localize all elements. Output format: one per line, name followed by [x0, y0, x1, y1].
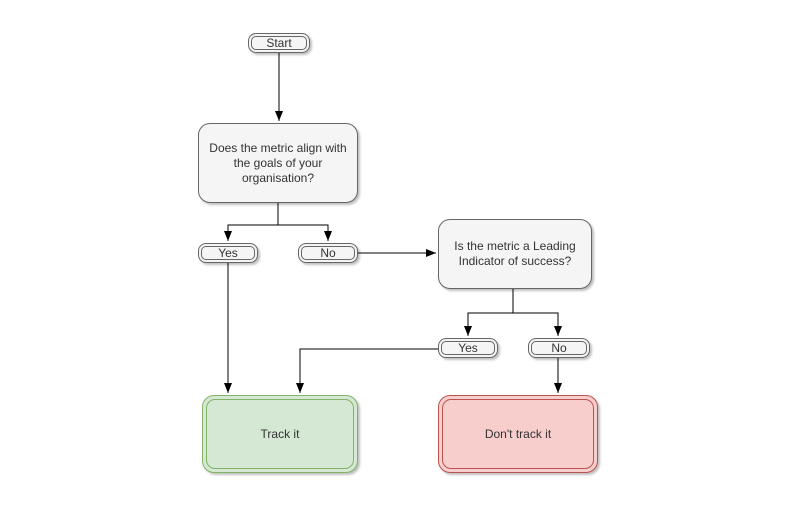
node-dont-track-it: Don't track it: [438, 395, 598, 473]
edge-yes2-track: [296, 348, 438, 393]
node-decision-leading-indicator-label: Is the metric a Leading Indicator of suc…: [454, 239, 576, 268]
node-yes-align: Yes: [198, 243, 258, 263]
node-track-it: Track it: [202, 395, 358, 473]
node-dont-track-it-label: Don't track it: [484, 426, 552, 441]
node-yes-align-label: Yes: [218, 245, 238, 260]
node-track-it-label: Track it: [260, 426, 300, 441]
node-yes-leading: Yes: [438, 338, 498, 358]
node-no-align-label: No: [320, 245, 336, 260]
node-decision-align-goals-label: Does the metric align with the goals of …: [209, 140, 347, 185]
node-no-align: No: [298, 243, 358, 263]
edge-decision2-yes2: [464, 289, 514, 336]
node-yes-leading-label: Yes: [458, 340, 478, 355]
node-start-label: Start: [266, 35, 292, 50]
edge-decision2-no2: [513, 312, 562, 336]
edge-decision1-yes1: [224, 203, 279, 241]
node-decision-leading-indicator: Is the metric a Leading Indicator of suc…: [438, 219, 592, 289]
node-no-leading: No: [528, 338, 590, 358]
node-start: Start: [248, 33, 310, 53]
node-decision-align-goals: Does the metric align with the goals of …: [198, 123, 358, 203]
edge-decision1-no1: [278, 224, 332, 241]
node-no-leading-label: No: [551, 340, 567, 355]
